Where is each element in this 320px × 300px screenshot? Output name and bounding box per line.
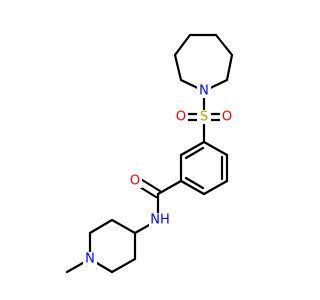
bond [88,218,114,235]
double-bond [137,176,162,193]
bond [173,33,192,57]
aromatic-inner-bond [184,176,205,190]
bond [110,218,137,235]
sulfur-label: S [200,110,208,125]
piperidine-ring [65,218,137,274]
bond [173,53,183,82]
sulfonyl-oxygen-right-label: O [222,110,232,125]
azepane-ring [173,33,234,93]
bond [202,179,229,196]
amide-nh-label: NH [150,213,170,228]
bond [156,179,183,196]
bond [202,140,229,157]
bond [110,257,137,274]
sulfonyl-oxygen-left-label: O [176,110,186,125]
bond [179,140,206,157]
aromatic-inner-bond [184,146,205,160]
bond [214,33,234,57]
azepane-nitrogen-label: N [199,84,209,99]
benzene-ring [179,140,229,196]
molecule-structure: N S O O O NH N [65,33,234,274]
piperidine-nitrogen-label: N [85,252,95,267]
amide-oxygen-label: O [130,174,140,189]
bond [225,53,234,82]
atom-labels: N S O O O NH N [83,84,234,267]
bond [179,179,206,196]
